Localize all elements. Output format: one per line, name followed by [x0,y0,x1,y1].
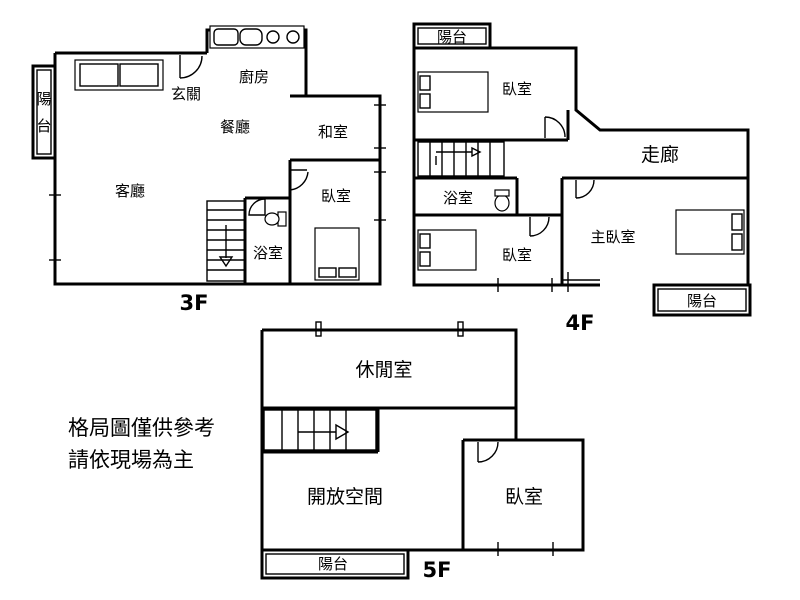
pillow-icon [419,75,431,91]
f4-bedroom-bottom-label: 臥室 [502,246,532,264]
f3-entrance-door-swing [179,55,203,79]
f5-balcony-outline [260,548,410,580]
bed-icon [417,229,477,271]
f4-stairs [417,141,505,177]
pillow-icon [419,93,431,109]
master-bedroom-label: 主臥室 [590,228,635,246]
f3-bedroom-door-swing [289,171,309,191]
f3-bedroom-label: 臥室 [321,187,351,205]
open-space-label: 開放空間 [307,486,383,508]
f4-outer-wall-left [412,48,600,287]
sofa-cushion-left [79,63,119,87]
sink-icon [213,28,239,46]
bed-icon [417,71,489,113]
f3-bath-door [248,198,266,216]
sink-basin-icon [239,28,263,46]
stove-burner-icon [266,30,280,44]
f4-bedroom-top-door [544,116,566,138]
corridor-label: 走廊 [641,144,679,166]
pillow-icon [419,251,431,267]
f5-stairs [263,409,377,451]
disclaimer-note: 格局圖僅供參考 請依現場為主 [68,416,215,472]
floor-3f: 陽 台 玄關 廚房 餐廳 和室 客廳 臥室 浴室 3F [31,25,386,315]
sofa-icon [74,59,164,91]
living-room-label: 客廳 [115,182,145,200]
lounge-label: 休閒室 [355,359,412,381]
bed-icon [314,227,360,281]
floor-5f: 休閒室 開放空間 臥室 陽台 5F [260,321,585,582]
floor-tag-4f: 4F [566,311,595,335]
pillow-icon [731,213,743,231]
japanese-room-label: 和室 [318,123,348,141]
arrow-down-icon [218,256,234,268]
f3-stairs [206,200,246,282]
floor-4f: 陽台 臥室 走廊 浴室 主臥室 臥室 陽台 4F [412,22,752,335]
f4-balcony-bottom-outline [652,283,752,317]
entrance-label: 玄關 [171,85,201,103]
f5-bedroom-label: 臥室 [505,486,543,508]
toilet-icon [264,212,280,226]
f4-bath-label: 浴室 [443,189,473,207]
f4-balcony-bottom-inner [657,288,747,312]
f4-balcony-top-inner [417,27,487,45]
disclaimer-line-2: 請依現場為主 [68,448,194,472]
kitchen-label: 廚房 [239,68,269,86]
f5-balcony-label: 陽台 [318,555,348,573]
stove-burner-icon [286,30,300,44]
f4-bedroom-bottom-door [529,216,550,237]
bed-icon [675,209,745,255]
f3-balcony-inner [36,69,52,155]
f5-balcony-inner [265,553,405,575]
toilet-tank-icon [494,189,510,197]
pillow-icon [731,233,743,251]
f3-balcony-label-1: 陽 [36,90,51,108]
pillow-icon [338,267,357,278]
arrow-right-icon [335,423,350,441]
f4-bedroom-top-label: 臥室 [502,80,532,98]
f5-outer-wall [260,328,585,552]
pillow-icon [318,267,337,278]
floor-tag-5f: 5F [423,558,452,582]
f5-bedroom-door [477,441,499,463]
f4-master-door [575,179,595,199]
toilet-icon [494,194,510,212]
f3-bath-label: 浴室 [253,244,283,262]
floor-tag-3f: 3F [180,291,209,315]
f3-balcony-outline [31,64,57,160]
f3-outer-wall [53,53,382,286]
pillow-icon [419,233,431,249]
arrow-right-icon [471,146,482,158]
dining-label: 餐廳 [220,118,250,136]
sofa-cushion-right [119,63,159,87]
f3-balcony-label-2: 台 [36,117,51,135]
f4-balcony-bottom-label: 陽台 [687,292,717,310]
disclaimer-line-1: 格局圖僅供參考 [68,416,215,440]
f4-balcony-top-label: 陽台 [437,28,467,46]
kitchen-counter-icon [209,25,305,49]
